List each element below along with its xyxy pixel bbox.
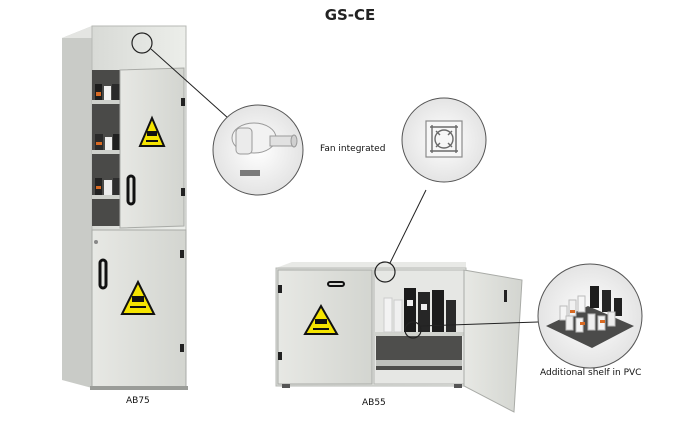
bottle-icon (559, 286, 622, 333)
shelf-callout-label: Additional shelf in PVC (540, 368, 642, 378)
callout-marker (131, 32, 153, 54)
fan-grille-closeup (401, 97, 487, 183)
fan-icon (430, 125, 458, 153)
callout-line (420, 321, 539, 327)
shelf (92, 150, 122, 154)
callout-line (389, 189, 427, 264)
model-label-ab55: AB55 (362, 398, 386, 408)
callout-marker (374, 261, 396, 283)
right-door (463, 269, 523, 413)
cabinet-ab75 (62, 25, 188, 390)
fan-callout-label: Fan integrated (320, 144, 386, 154)
hazard-sign-icon (120, 279, 156, 315)
door-handle (327, 281, 345, 287)
shelf-closeup (537, 263, 643, 369)
cabinet-ab55 (275, 262, 523, 413)
cabinet-side-panel (62, 26, 92, 388)
door-handle (98, 258, 108, 290)
fan-icon (231, 122, 298, 176)
upper-door (119, 67, 185, 229)
model-label-ab75: AB75 (126, 396, 150, 406)
fan-closeup (212, 104, 304, 196)
page-title: GS-CE (324, 6, 376, 24)
hazard-sign-icon (303, 303, 339, 335)
shelf (92, 195, 122, 199)
hazard-sign-icon (138, 115, 166, 147)
door-handle (126, 174, 136, 206)
shelf (92, 100, 122, 104)
callout-marker (404, 321, 422, 339)
bottle-icon (95, 84, 120, 195)
callout-line (150, 48, 229, 119)
bottle-icon (383, 288, 456, 333)
